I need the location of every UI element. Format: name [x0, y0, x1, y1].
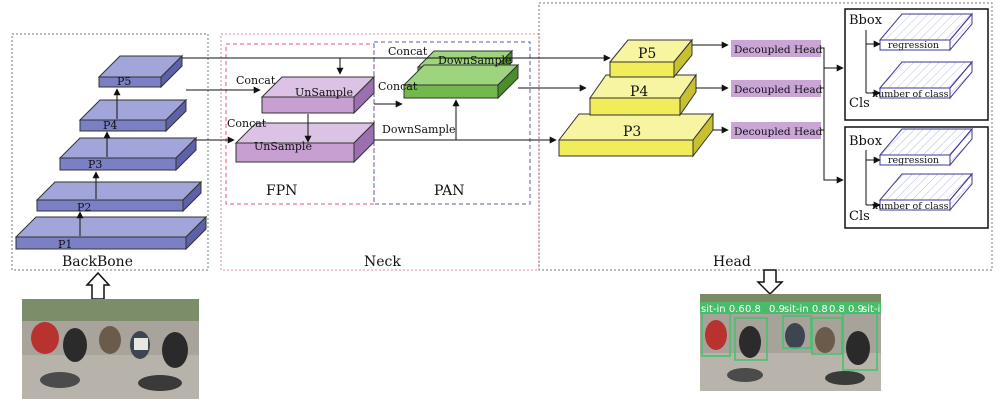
head-level-p5: P5 — [638, 46, 656, 62]
cls-label-bottom: Cls — [849, 209, 870, 224]
backbone-level-p5: P5 — [117, 75, 131, 88]
regression-label-bottom: regression — [888, 155, 939, 166]
pan-downsample-bottom — [402, 63, 520, 100]
bbox-label-top: Bbox — [849, 13, 883, 28]
backbone-level-p1: P1 — [58, 238, 72, 251]
head-level-p3: P3 — [623, 124, 641, 140]
decoupled-head-p3 — [731, 122, 821, 139]
fpn-upsample-top — [260, 75, 376, 115]
input-up-arrow — [85, 271, 111, 300]
backbone-title: BackBone — [62, 254, 133, 270]
backbone-slab-p3 — [58, 136, 198, 172]
class-label-top: number of class — [872, 89, 949, 100]
pan-label: PAN — [434, 183, 465, 199]
detection-label-4: sit-in 0.8 — [784, 304, 828, 315]
detection-label-3: 0.9 — [769, 304, 785, 315]
class-label-bottom: number of class — [872, 201, 949, 212]
detection-label-7: sit-in 1 — [862, 304, 896, 315]
detection-box — [811, 317, 843, 355]
decoupled-head-p5 — [731, 40, 821, 57]
backbone-slab-p4 — [78, 98, 188, 133]
detection-box — [782, 315, 812, 349]
cls-label-top: Cls — [849, 96, 870, 111]
head-title: Head — [713, 254, 751, 270]
bbox-label-bottom: Bbox — [849, 134, 883, 149]
pan-downsample-top-label: DownSample — [438, 54, 512, 67]
output-down-arrow — [756, 269, 784, 296]
backbone-level-p2: P2 — [77, 201, 91, 214]
detection-label-1: sit-in 0.6 — [701, 304, 745, 315]
backbone-level-p3: P3 — [88, 158, 102, 171]
detection-box — [734, 317, 768, 361]
downsample-label-pan: DownSample — [382, 123, 456, 136]
regression-label-top: regression — [888, 40, 939, 51]
neck-frame — [220, 33, 540, 271]
concat-label-pan: Concat — [378, 80, 418, 93]
fpn-upsample-bottom — [234, 121, 376, 164]
backbone-frame — [11, 33, 209, 271]
decoupled-head-p4 — [731, 80, 821, 97]
decoupled-head-p3-label: Decoupled Head — [734, 126, 823, 138]
detection-label-5: 0.8 — [829, 304, 845, 315]
regression-prism-bottom — [878, 127, 974, 167]
head-slab-p4 — [589, 73, 697, 117]
detection-label-2: 0.8 — [745, 304, 761, 315]
class-prism-top — [878, 60, 974, 100]
backbone-slab-p1 — [14, 215, 208, 251]
backbone-slab-p2 — [35, 180, 203, 213]
fpn-upsample-top-label: UnSample — [295, 86, 353, 99]
head-level-p4: P4 — [630, 84, 648, 100]
input-photo — [22, 299, 199, 399]
fpn-upsample-bottom-label: UnSample — [254, 140, 312, 153]
neck-title: Neck — [364, 254, 401, 270]
head-slab-p3 — [557, 112, 715, 158]
fpn-label: FPN — [266, 183, 297, 199]
backbone-level-p4: P4 — [103, 119, 117, 132]
output-detection-photo: sit-in 0.6 0.8 0.9 sit-in 0.8 0.8 0.9 si… — [700, 294, 896, 391]
concat-label-fpn-top: Concat — [236, 74, 276, 87]
regression-prism-top — [878, 12, 974, 52]
detection-label-6: 0.9 — [848, 304, 864, 315]
head-slab-p5 — [608, 38, 694, 79]
concat-label-p5: Concat — [388, 45, 428, 58]
branch-lines — [821, 47, 830, 181]
backbone-slab-p5 — [97, 54, 184, 89]
decoupled-head-p5-label: Decoupled Head — [734, 44, 823, 56]
decoupled-head-p4-label: Decoupled Head — [734, 84, 823, 96]
concat-label-fpn-bottom: Concat — [227, 117, 267, 130]
